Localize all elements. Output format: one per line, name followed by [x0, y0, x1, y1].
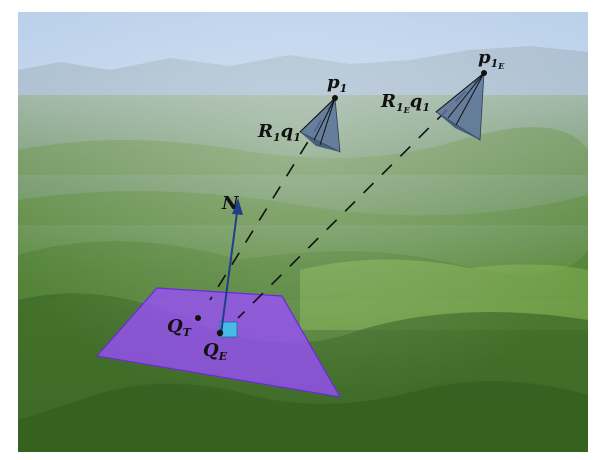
label-QT: QT: [167, 316, 192, 339]
point-QT: [195, 315, 201, 321]
label-R1q1: R1q1: [257, 121, 301, 144]
surface-patch-square: [219, 321, 238, 338]
label-R1Eq1: R1Eq1: [380, 91, 430, 115]
label-QE: QE: [203, 340, 228, 363]
normal-arrow: [220, 198, 243, 335]
label-p1E: p1E: [478, 47, 505, 71]
label-N: N: [221, 193, 240, 214]
label-p1: p1: [327, 72, 347, 95]
plane-patch: [95, 287, 342, 398]
point-QE: [216, 329, 224, 337]
camera-p1: [299, 95, 341, 153]
camera-p1E: [435, 70, 487, 141]
